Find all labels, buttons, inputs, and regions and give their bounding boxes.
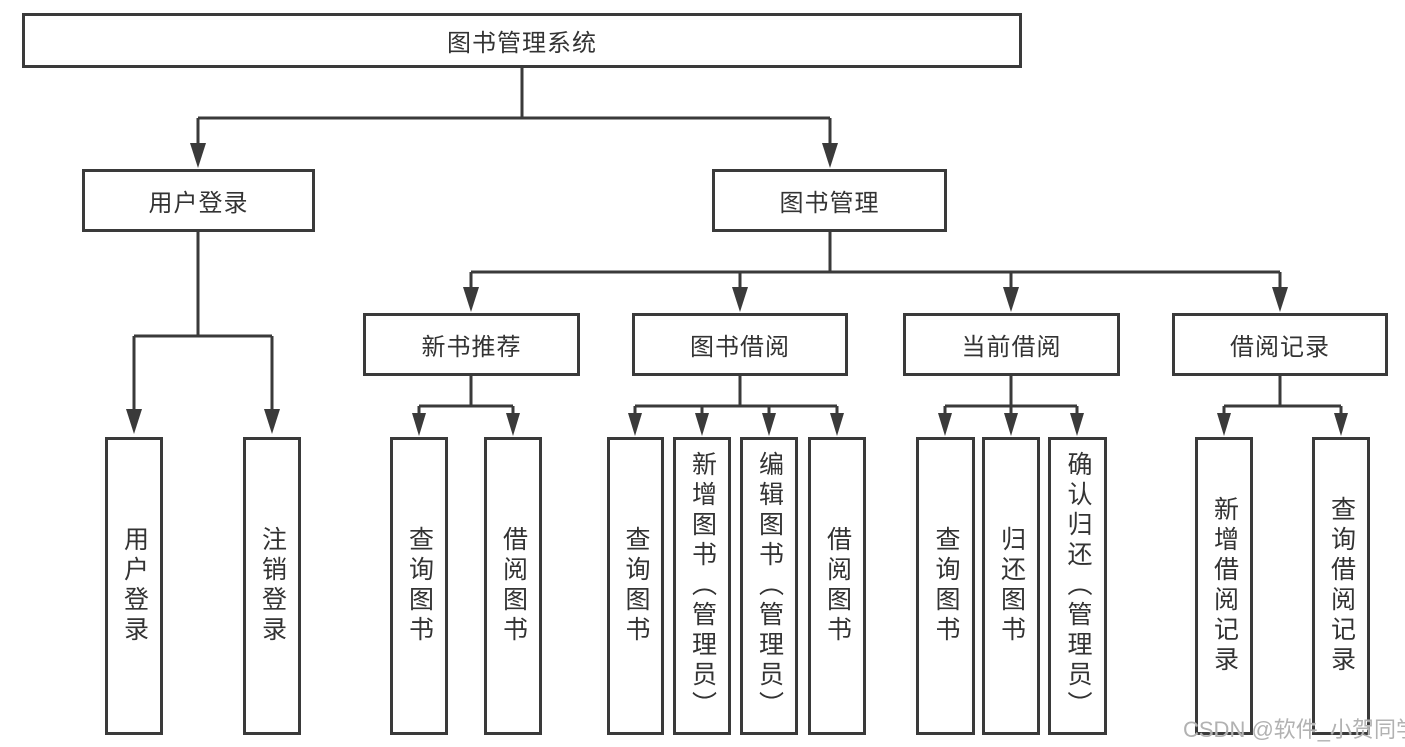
node-book-management: 图书管理 (712, 169, 947, 232)
leaf-confirm-return-admin: 确认归还（管理员） (1048, 437, 1107, 735)
leaf-user-login-label: 用户登录 (120, 526, 149, 646)
node-current-borrowing-label: 当前借阅 (961, 334, 1062, 361)
leaf-return-books-label: 归还图书 (997, 526, 1026, 646)
node-current-borrowing: 当前借阅 (903, 313, 1120, 376)
leaf-query-borrow-record: 查询借阅记录 (1312, 437, 1370, 735)
leaf-query-books-borrowing-label: 查询图书 (622, 526, 650, 646)
csdn-watermark: CSDN @软件_小贺同学 (1183, 717, 1405, 742)
leaf-borrow-books-recommend-label: 借阅图书 (499, 526, 528, 646)
node-new-book-recommend-label: 新书推荐 (421, 334, 522, 361)
node-root-library-system: 图书管理系统 (22, 13, 1022, 68)
node-user-login: 用户登录 (82, 169, 315, 232)
node-borrow-records-label: 借阅记录 (1230, 334, 1330, 361)
leaf-query-books-recommend-label: 查询图书 (405, 526, 434, 646)
node-book-management-label: 图书管理 (779, 190, 880, 217)
node-book-borrowing-label: 图书借阅 (690, 334, 790, 361)
leaf-add-books-admin: 新增图书（管理员） (673, 437, 731, 735)
leaf-query-borrow-record-label: 查询借阅记录 (1327, 496, 1356, 676)
leaf-borrow-books-recommend: 借阅图书 (484, 437, 542, 735)
leaf-borrow-books: 借阅图书 (808, 437, 866, 735)
node-new-book-recommend: 新书推荐 (363, 313, 580, 376)
leaf-return-books: 归还图书 (982, 437, 1040, 735)
leaf-query-books-recommend: 查询图书 (390, 437, 448, 735)
leaf-query-books-current: 查询图书 (916, 437, 975, 735)
leaf-edit-books-admin-label: 编辑图书（管理员） (755, 451, 784, 721)
leaf-confirm-return-admin-label: 确认归还（管理员） (1064, 451, 1092, 721)
leaf-borrow-books-label: 借阅图书 (823, 526, 852, 646)
leaf-edit-books-admin: 编辑图书（管理员） (740, 437, 798, 735)
leaf-query-books-current-label: 查询图书 (932, 526, 960, 646)
leaf-add-books-admin-label: 新增图书（管理员） (688, 451, 717, 721)
leaf-query-books-borrowing: 查询图书 (607, 437, 664, 735)
leaf-add-borrow-record-label: 新增借阅记录 (1210, 496, 1239, 676)
leaf-logout-label: 注销登录 (258, 526, 287, 646)
leaf-add-borrow-record: 新增借阅记录 (1195, 437, 1253, 735)
node-user-login-label: 用户登录 (148, 190, 249, 217)
node-root-label: 图书管理系统 (447, 30, 597, 57)
leaf-logout: 注销登录 (243, 437, 301, 735)
node-borrow-records: 借阅记录 (1172, 313, 1388, 376)
node-book-borrowing: 图书借阅 (632, 313, 848, 376)
leaf-user-login: 用户登录 (105, 437, 163, 735)
